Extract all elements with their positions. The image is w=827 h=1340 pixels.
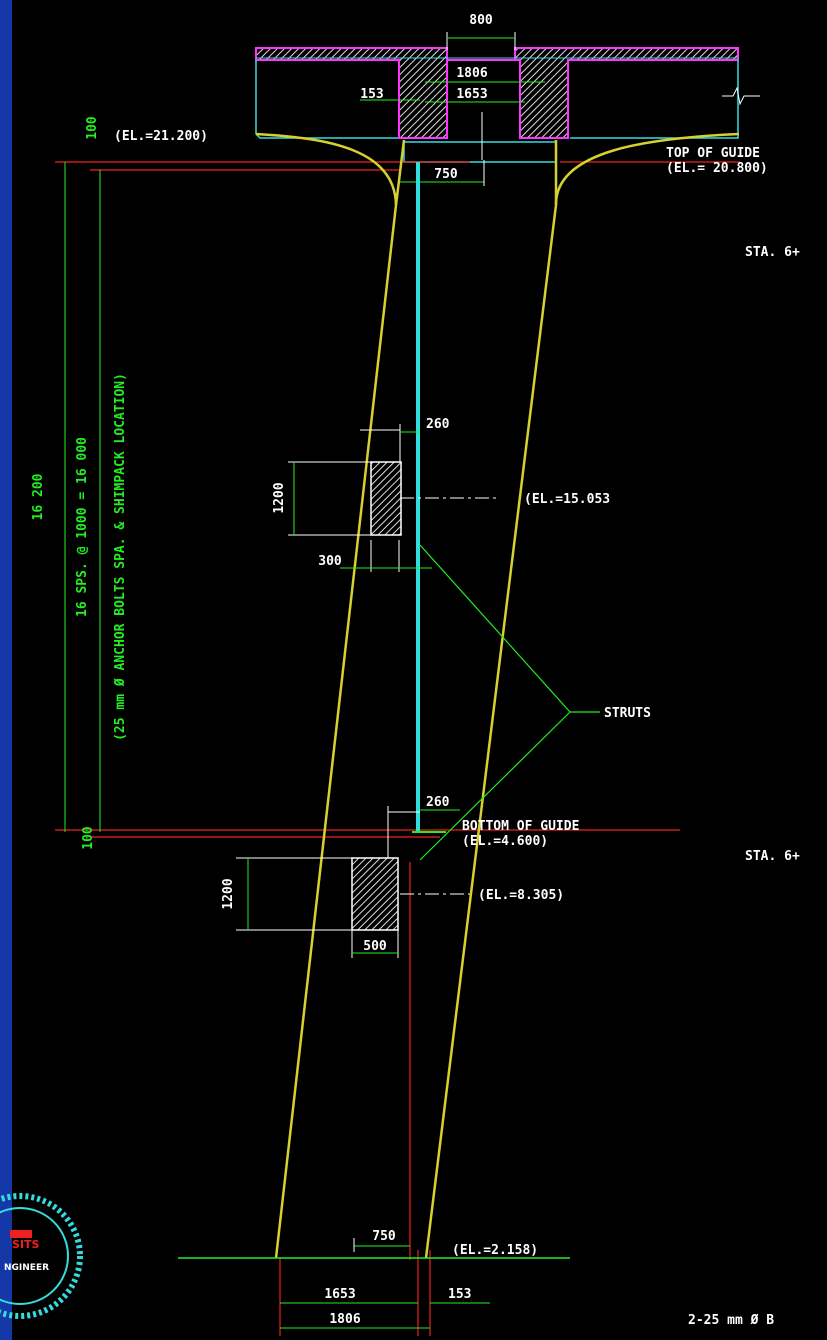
bottom-guide-label: BOTTOM OF GUIDE xyxy=(462,819,579,834)
struts-label: STRUTS xyxy=(604,706,651,721)
reference-lines xyxy=(55,161,740,1336)
pier-outline xyxy=(255,132,740,1259)
slide-left-border xyxy=(0,0,12,1340)
seal-text-1: SITS xyxy=(12,1238,40,1251)
top-dimensions: 800 1806 1653 153 750 100 (EL.=21.200) xyxy=(85,13,545,186)
dim-1806-top: 1806 xyxy=(456,66,487,81)
upper-strut: 260 1200 300 (EL.=15.053 xyxy=(272,417,610,572)
top-guide-elevation: (EL.= 20.800) xyxy=(666,161,768,176)
spacing-note: 16 SPS. @ 1000 = 16 000 xyxy=(75,437,90,617)
dim-1200-lower: 1200 xyxy=(221,878,236,909)
el-upper-strut: (EL.=15.053 xyxy=(524,492,610,507)
base-dimensions: 750 (EL.=2.158) 1653 1806 153 xyxy=(178,1229,570,1329)
el-base: (EL.=2.158) xyxy=(452,1243,538,1258)
dim-153-top: 153 xyxy=(360,87,383,102)
el-lower-strut: (EL.=8.305) xyxy=(478,888,564,903)
station-label-1: STA. 6+ xyxy=(745,245,800,260)
dim-800: 800 xyxy=(469,13,493,28)
engineer-seal: SITS NGINEER xyxy=(0,1193,83,1319)
left-dimensions: 16 200 16 SPS. @ 1000 = 16 000 (25 mm Ø … xyxy=(31,162,128,850)
dim-750-base: 750 xyxy=(372,1229,396,1244)
dim-16200: 16 200 xyxy=(31,473,46,520)
lower-strut: 260 1200 500 (EL.=8.305) xyxy=(221,795,564,958)
el-top-label: (EL.=21.200) xyxy=(114,129,208,144)
seal-text-2: NGINEER xyxy=(4,1263,49,1273)
struts-leader xyxy=(419,544,600,861)
dim-100-bottom: 100 xyxy=(81,826,96,850)
dim-500-lower: 500 xyxy=(363,939,387,954)
dim-1653-base: 1653 xyxy=(324,1287,355,1302)
top-guide-label: TOP OF GUIDE xyxy=(666,146,760,161)
station-label-2: STA. 6+ xyxy=(745,849,800,864)
anchor-bolt-note: (25 mm Ø ANCHOR BOLTS SPA. & SHIMPACK LO… xyxy=(113,373,128,741)
dim-1806-base: 1806 xyxy=(329,1312,360,1327)
dim-100-top: 100 xyxy=(85,116,100,140)
bottom-guide-elevation: (EL.=4.600) xyxy=(462,834,548,849)
anchor-note-cutoff: 2-25 mm Ø B xyxy=(688,1313,774,1328)
dim-1653-top: 1653 xyxy=(456,87,487,102)
dim-260-upper: 260 xyxy=(426,417,450,432)
dim-300-upper: 300 xyxy=(318,554,342,569)
dim-153-base: 153 xyxy=(448,1287,471,1302)
dim-1200-upper: 1200 xyxy=(272,482,287,513)
top-slab xyxy=(255,47,760,163)
dim-750-top: 750 xyxy=(434,167,458,182)
dim-260-lower: 260 xyxy=(426,795,450,810)
